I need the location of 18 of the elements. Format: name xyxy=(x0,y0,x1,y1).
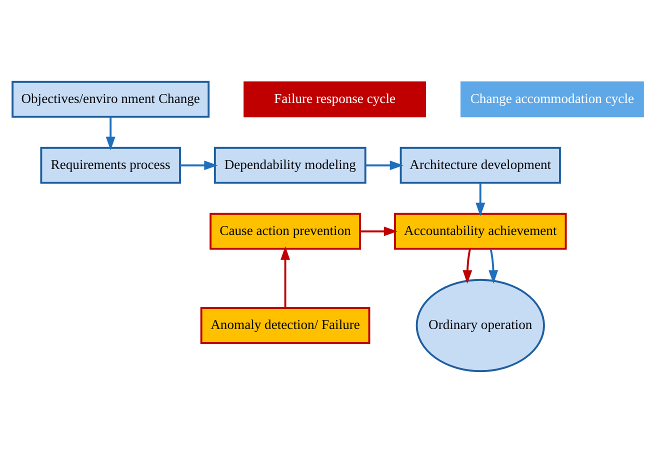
node-box: Change accommodation cycle xyxy=(460,80,644,117)
node-box: Objectives/enviro nment Change xyxy=(12,80,210,118)
arrow xyxy=(280,246,290,308)
node-box: Dependability modeling xyxy=(214,146,366,184)
arrow xyxy=(462,248,472,284)
arrow xyxy=(180,160,218,170)
arrow xyxy=(106,116,116,150)
node-box: Architecture development xyxy=(400,146,561,184)
node-box: Anomaly detection/ Failure xyxy=(200,306,370,344)
node-box: Requirements process xyxy=(40,146,181,184)
arrow xyxy=(476,182,486,216)
node-box: Accountability achievement xyxy=(394,212,567,250)
node-box: Failure response cycle xyxy=(244,80,426,117)
arrow xyxy=(366,160,404,170)
arrow xyxy=(488,248,498,284)
node-box: Cause action prevention xyxy=(210,212,361,250)
node-ellipse: Ordinary operation xyxy=(416,278,545,372)
arrow xyxy=(360,226,398,236)
